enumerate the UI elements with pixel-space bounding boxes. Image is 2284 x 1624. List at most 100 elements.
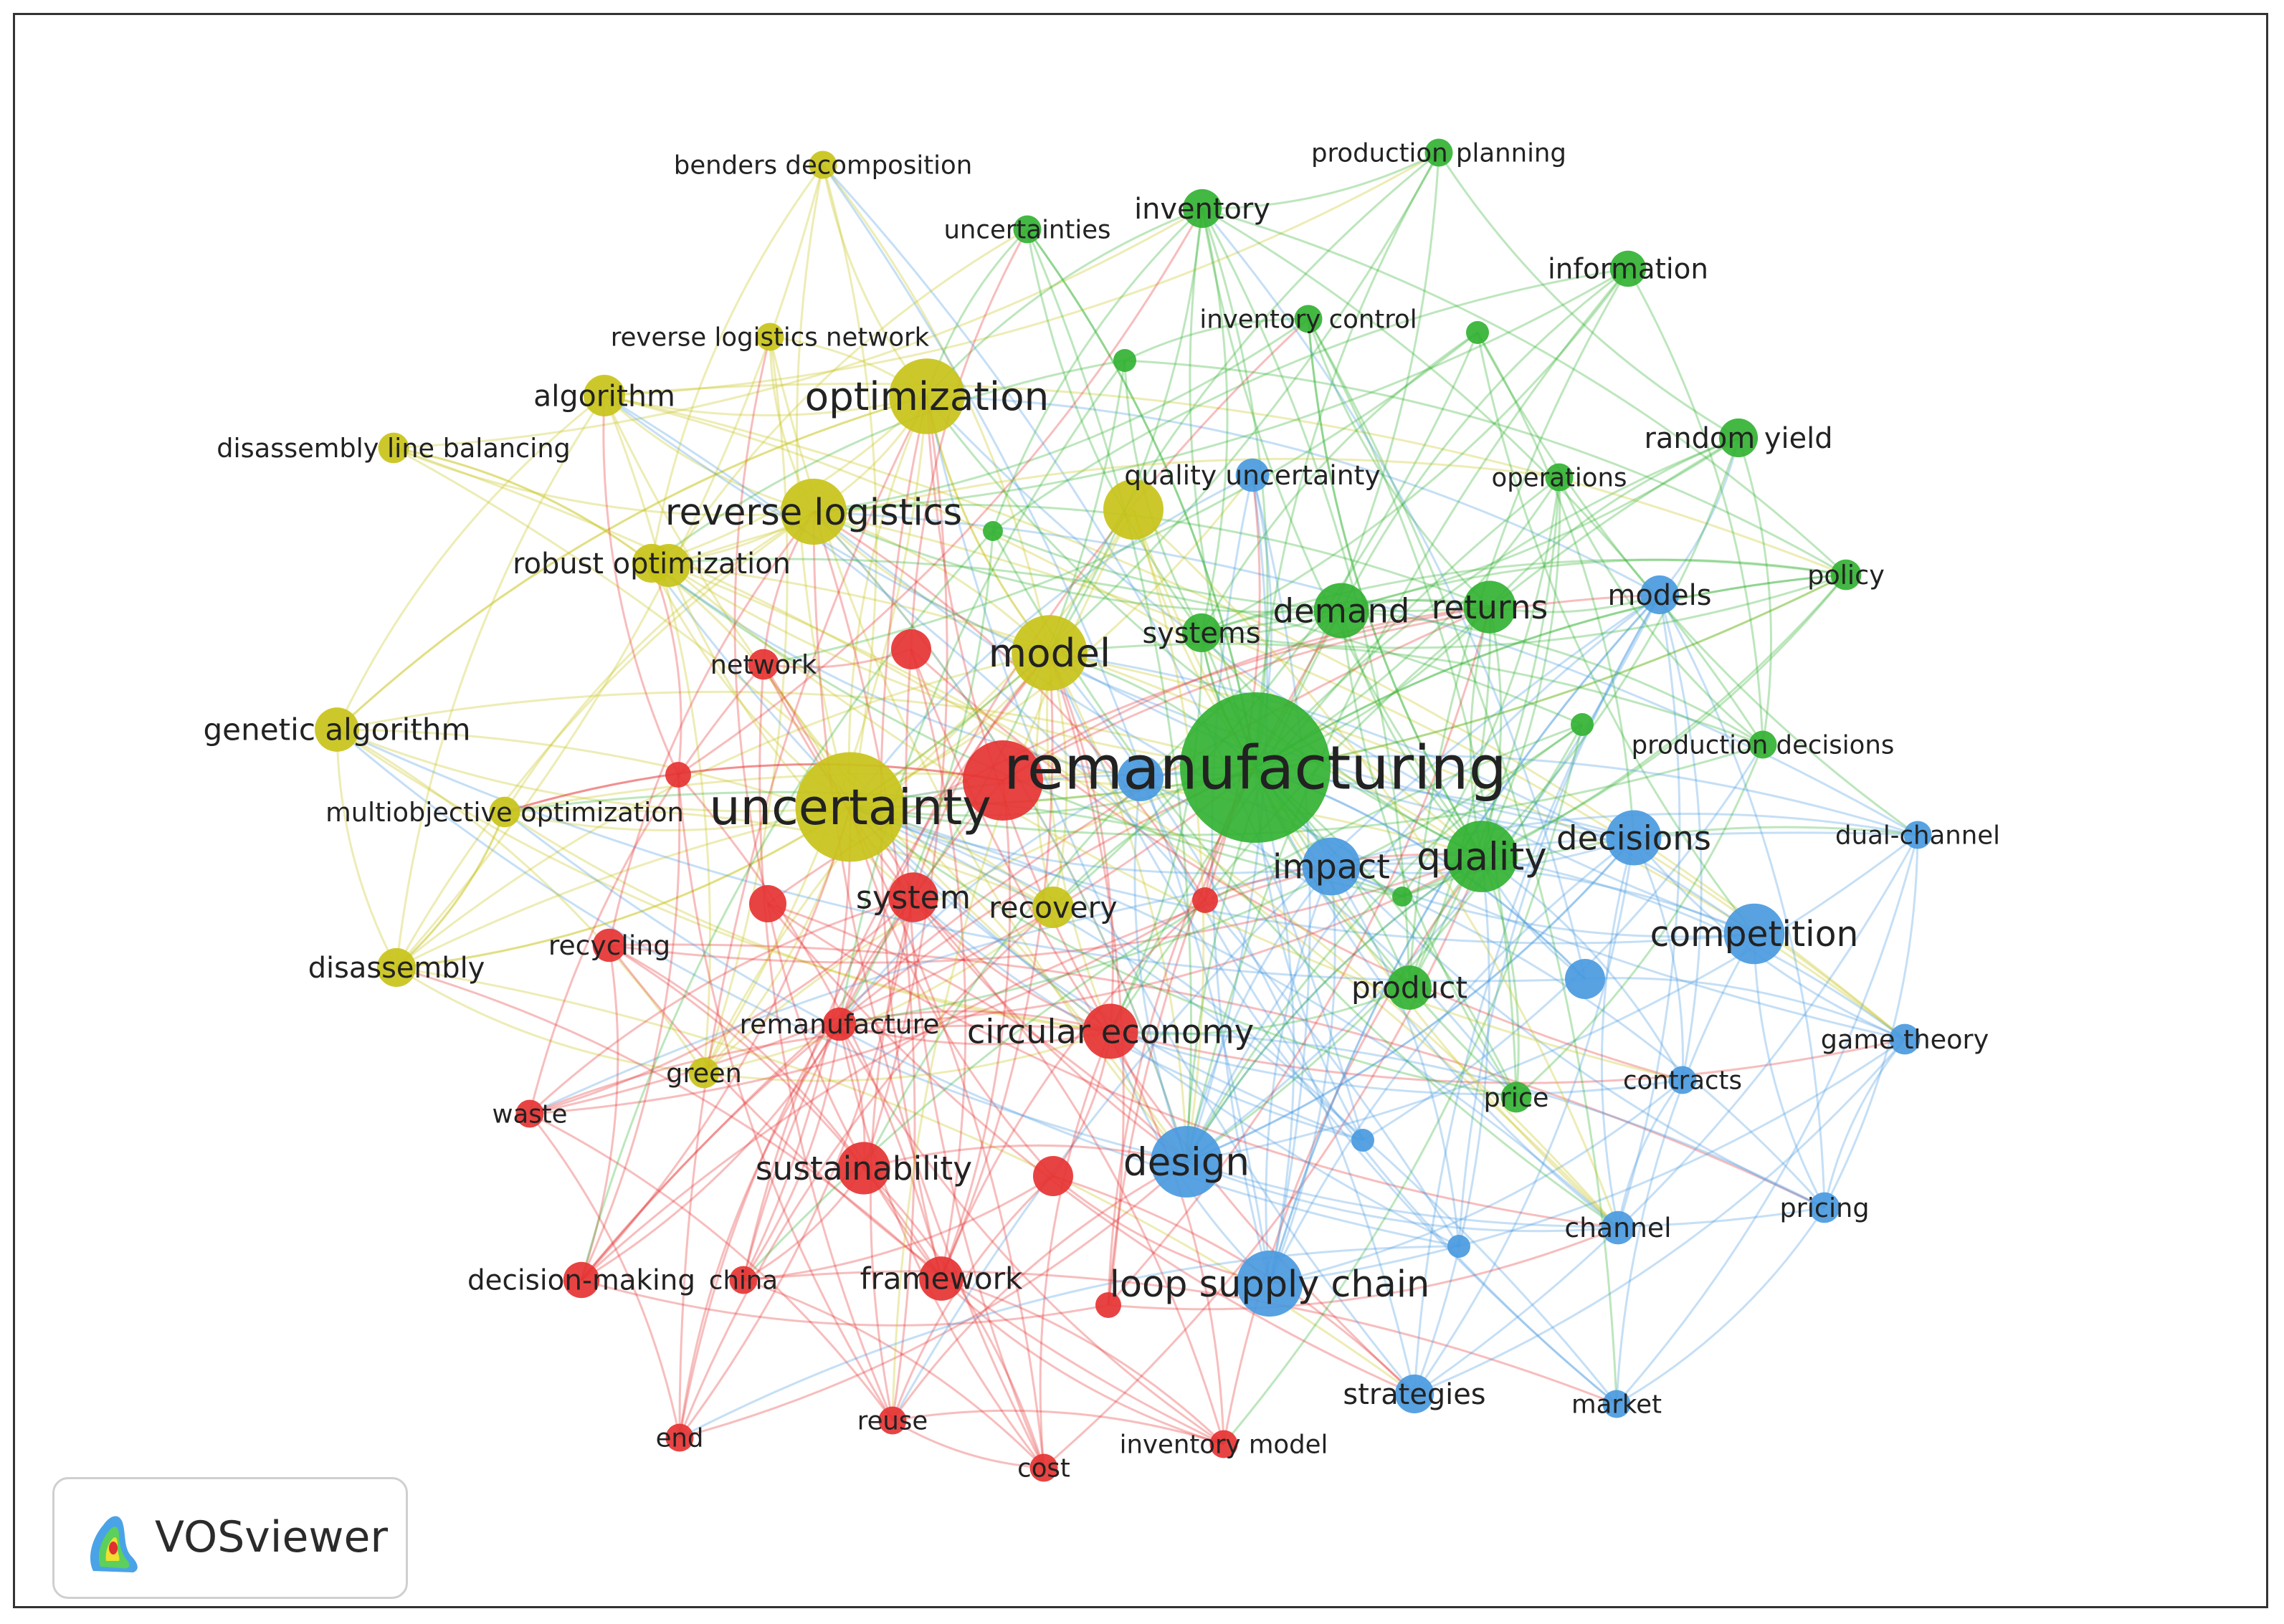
- node-uncertainties[interactable]: [1013, 215, 1042, 244]
- node-label-models[interactable]: models: [1608, 579, 1712, 612]
- node-production-planning[interactable]: [1424, 138, 1453, 167]
- network-node[interactable]: [1466, 321, 1489, 344]
- node-label-loop-supply-chain[interactable]: loop supply chain: [1110, 1264, 1430, 1306]
- node-label-reverse-logistics[interactable]: reverse logistics: [665, 492, 962, 534]
- node-label-uncertainties[interactable]: uncertainties: [943, 215, 1110, 244]
- node-recycling[interactable]: [592, 928, 627, 963]
- network-node[interactable]: [963, 740, 1043, 821]
- node-circular-economy[interactable]: [1082, 1003, 1138, 1059]
- node-label-channel[interactable]: channel: [1564, 1212, 1671, 1243]
- node-label-uncertainty[interactable]: uncertainty: [709, 779, 991, 836]
- node-decision-making[interactable]: [563, 1261, 600, 1299]
- node-model[interactable]: [1012, 615, 1088, 691]
- node-label-system[interactable]: system: [856, 880, 971, 917]
- node-strategies[interactable]: [1394, 1374, 1434, 1414]
- node-inventory[interactable]: [1182, 188, 1222, 229]
- node-label-market[interactable]: market: [1571, 1390, 1662, 1419]
- node-label-disassembly[interactable]: disassembly: [308, 952, 485, 985]
- node-label-demand[interactable]: demand: [1273, 591, 1410, 630]
- node-label-dual-channel[interactable]: dual-channel: [1835, 821, 2000, 850]
- node-loop-supply-chain[interactable]: [1236, 1250, 1303, 1317]
- node-design[interactable]: [1151, 1126, 1222, 1198]
- node-label-policy[interactable]: policy: [1807, 560, 1885, 591]
- node-dual-channel[interactable]: [1903, 821, 1932, 849]
- node-label-quality[interactable]: quality: [1417, 835, 1547, 879]
- network-node[interactable]: [1118, 755, 1164, 801]
- node-label-multiobjective-optimization[interactable]: multiobjective optimization: [325, 797, 684, 828]
- network-node[interactable]: [1447, 1235, 1470, 1258]
- node-inventory-control[interactable]: [1294, 305, 1323, 333]
- node-label-remanufacture[interactable]: remanufacture: [739, 1008, 939, 1040]
- node-label-impact[interactable]: impact: [1272, 848, 1390, 887]
- node-demand[interactable]: [1313, 583, 1369, 639]
- node-label-inventory-control[interactable]: inventory control: [1199, 305, 1417, 334]
- node-reverse-logistics[interactable]: [780, 478, 847, 545]
- node-end[interactable]: [665, 1423, 694, 1452]
- node-label-recovery[interactable]: recovery: [989, 890, 1117, 925]
- node-label-waste[interactable]: waste: [492, 1099, 567, 1129]
- node-system[interactable]: [888, 872, 938, 922]
- node-systems[interactable]: [1181, 613, 1222, 653]
- node-label-remanufacturing[interactable]: remanufacturing: [1004, 732, 1507, 803]
- node-label-recycling[interactable]: recycling: [548, 930, 670, 961]
- node-game-theory[interactable]: [1889, 1023, 1921, 1055]
- node-competition[interactable]: [1723, 903, 1785, 965]
- node-label-circular-economy[interactable]: circular economy: [967, 1012, 1254, 1051]
- node-label-competition[interactable]: competition: [1650, 914, 1859, 955]
- node-sustainability[interactable]: [837, 1142, 890, 1195]
- node-market[interactable]: [1602, 1390, 1631, 1418]
- node-label-reverse-logistics-network[interactable]: reverse logistics network: [611, 323, 930, 352]
- node-label-contracts[interactable]: contracts: [1623, 1066, 1742, 1095]
- node-label-game-theory[interactable]: game theory: [1821, 1024, 1989, 1055]
- node-reverse-logistics-network[interactable]: [756, 323, 784, 351]
- node-quality-uncertainty[interactable]: [1235, 458, 1270, 492]
- node-label-random-yield[interactable]: random yield: [1644, 422, 1832, 455]
- node-label-production-planning[interactable]: production planning: [1311, 138, 1566, 168]
- node-uncertainty[interactable]: [795, 752, 905, 862]
- network-node[interactable]: [1103, 479, 1164, 540]
- node-label-cost[interactable]: cost: [1017, 1453, 1070, 1483]
- node-label-decision-making[interactable]: decision-making: [467, 1265, 695, 1297]
- node-framework[interactable]: [919, 1256, 963, 1301]
- node-label-information[interactable]: information: [1548, 254, 1708, 286]
- node-reuse[interactable]: [878, 1406, 907, 1435]
- network-node[interactable]: [749, 885, 786, 922]
- node-label-inventory-model[interactable]: inventory model: [1120, 1430, 1328, 1459]
- node-genetic-algorithm[interactable]: [315, 707, 359, 752]
- node-label-decisions[interactable]: decisions: [1556, 818, 1711, 857]
- node-green[interactable]: [688, 1057, 720, 1089]
- node-algorithm[interactable]: [584, 375, 625, 416]
- node-label-price[interactable]: price: [1483, 1082, 1548, 1113]
- node-label-robust-optimization[interactable]: robust optimization: [513, 548, 791, 581]
- node-multiobjective-optimization[interactable]: [489, 796, 520, 828]
- network-node[interactable]: [665, 762, 691, 788]
- node-remanufacturing[interactable]: [1180, 692, 1331, 843]
- node-benders-decomposition[interactable]: [809, 151, 837, 179]
- node-label-algorithm[interactable]: algorithm: [533, 378, 675, 413]
- node-policy[interactable]: [1830, 559, 1862, 591]
- node-label-end[interactable]: end: [656, 1423, 704, 1453]
- node-disassembly[interactable]: [376, 947, 417, 988]
- node-label-product[interactable]: product: [1351, 970, 1467, 1006]
- node-label-disassembly-line-balancing[interactable]: disassembly line balancing: [216, 433, 570, 464]
- node-waste[interactable]: [515, 1099, 544, 1128]
- node-returns[interactable]: [1463, 581, 1516, 634]
- node-product[interactable]: [1387, 965, 1432, 1010]
- node-china[interactable]: [729, 1266, 758, 1294]
- node-label-operations[interactable]: operations: [1492, 463, 1627, 492]
- node-disassembly-line-balancing[interactable]: [378, 432, 409, 464]
- node-information[interactable]: [1609, 250, 1647, 287]
- node-label-network[interactable]: network: [710, 649, 817, 680]
- node-label-reuse[interactable]: reuse: [857, 1406, 928, 1436]
- node-robust-optimization[interactable]: [632, 543, 672, 583]
- node-label-framework[interactable]: framework: [860, 1261, 1023, 1296]
- node-recovery[interactable]: [1032, 887, 1074, 928]
- node-pricing[interactable]: [1809, 1192, 1840, 1223]
- node-cost[interactable]: [1029, 1453, 1058, 1482]
- node-contracts[interactable]: [1668, 1066, 1697, 1094]
- node-impact[interactable]: [1302, 837, 1361, 896]
- node-quality[interactable]: [1446, 821, 1518, 892]
- node-label-pricing[interactable]: pricing: [1779, 1193, 1869, 1223]
- node-label-sustainability[interactable]: sustainability: [756, 1150, 972, 1188]
- node-inventory-model[interactable]: [1209, 1430, 1238, 1458]
